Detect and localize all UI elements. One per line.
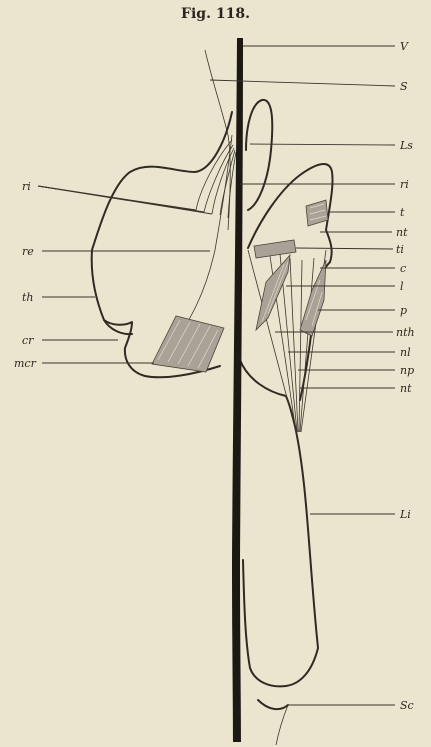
muscle-t xyxy=(306,200,328,226)
label-V: V xyxy=(400,40,409,53)
label-mcr: mcr xyxy=(14,357,37,370)
label-c: c xyxy=(400,262,406,275)
label-nt-lower: nt xyxy=(400,382,412,395)
label-nth: nth xyxy=(396,326,415,339)
label-np: np xyxy=(400,364,414,377)
label-t: t xyxy=(400,206,405,219)
label-Li: Li xyxy=(399,508,411,521)
label-nl: nl xyxy=(400,346,411,359)
label-re: re xyxy=(22,245,34,258)
label-nt-upper: nt xyxy=(396,226,408,239)
right-nerve-fan xyxy=(248,250,326,432)
label-ri-left: ri xyxy=(22,180,31,193)
label-Ls: Ls xyxy=(399,139,413,152)
label-p: p xyxy=(400,304,407,317)
label-cr: cr xyxy=(22,334,34,347)
li-outline xyxy=(240,360,318,686)
label-th: th xyxy=(22,291,34,304)
ls-loop-outline xyxy=(246,100,272,210)
label-ti: ti xyxy=(396,243,404,256)
muscle-mcr xyxy=(152,316,224,372)
label-l: l xyxy=(400,280,404,293)
muscle-l xyxy=(256,255,290,330)
sc-outline xyxy=(258,700,288,709)
label-S: S xyxy=(400,80,408,93)
label-Sc: Sc xyxy=(400,699,414,712)
nerve-s xyxy=(205,50,230,230)
main-vessel-v xyxy=(232,38,243,742)
label-ri-right: ri xyxy=(400,178,409,191)
sc-stalk xyxy=(276,705,288,745)
